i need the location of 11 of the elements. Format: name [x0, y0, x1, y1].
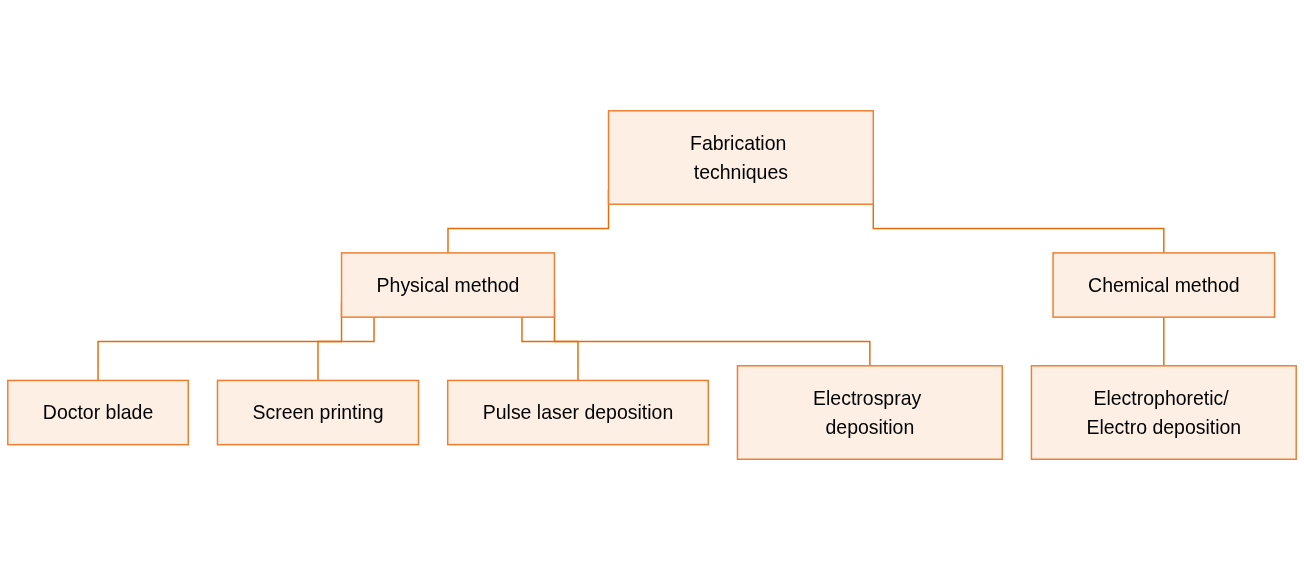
connector	[1163, 316, 1165, 367]
node-box: Fabrication techniques	[607, 110, 874, 205]
node-box: Electrospray deposition	[736, 365, 1003, 460]
connector	[317, 316, 375, 382]
node-box: Doctor blade	[7, 379, 189, 446]
node-box: Screen printing	[216, 379, 420, 446]
node-box: Physical method	[340, 252, 556, 318]
node-box: Electrophoretic/ Electro deposition	[1030, 365, 1297, 460]
node-box: Pulse laser deposition	[446, 379, 709, 446]
node-box: Chemical method	[1052, 252, 1276, 318]
connector	[521, 316, 579, 382]
